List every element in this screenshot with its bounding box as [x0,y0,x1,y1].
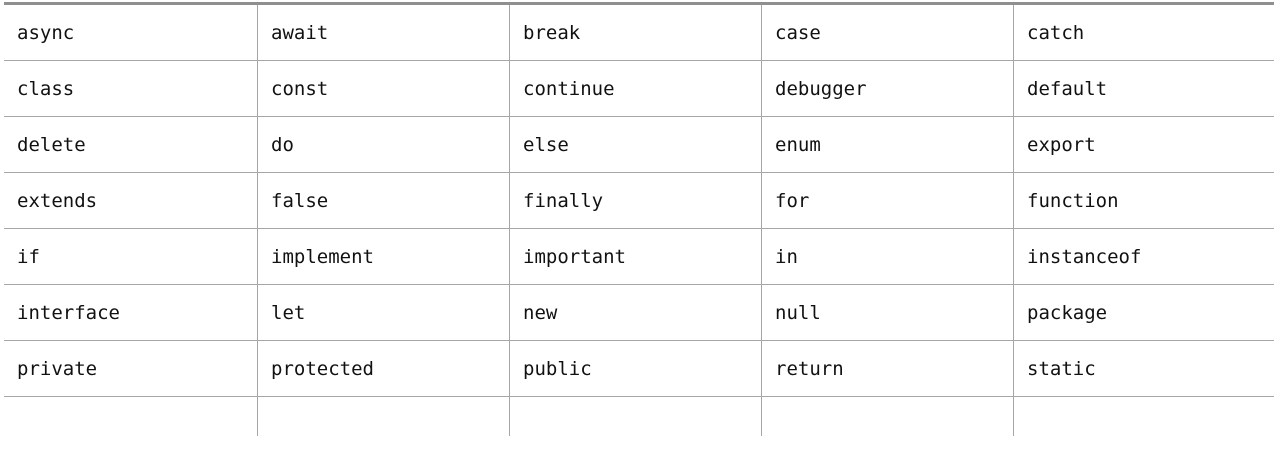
keyword-cell: delete [4,117,258,173]
keyword-cell: else [510,117,762,173]
keyword-cell: extends [4,173,258,229]
keyword-cell: catch [1014,5,1274,61]
keyword-cell: package [1014,285,1274,341]
keyword-cell: export [1014,117,1274,173]
keyword-cell: private [4,341,258,397]
table-row: delete do else enum export [4,117,1274,173]
table-row: if implement important in instanceof [4,229,1274,285]
keyword-cell: debugger [762,61,1014,117]
keyword-cell: class [4,61,258,117]
keyword-cell: in [762,229,1014,285]
keyword-cell: public [510,341,762,397]
keyword-cell: implement [258,229,510,285]
keyword-cell: static [1014,341,1274,397]
keyword-cell: enum [762,117,1014,173]
table-row: private protected public return static [4,341,1274,397]
keyword-cell: async [4,5,258,61]
keyword-cell: null [762,285,1014,341]
keyword-cell: default [1014,61,1274,117]
keyword-cell: case [762,5,1014,61]
keyword-cell: finally [510,173,762,229]
keyword-cell: await [258,5,510,61]
keyword-cell: let [258,285,510,341]
keyword-cell: false [258,173,510,229]
keyword-cell: for [762,173,1014,229]
keyword-cell: return [762,341,1014,397]
keyword-cell [510,397,762,436]
keyword-cell [258,397,510,436]
keywords-table: async await break case catch class const… [4,2,1274,436]
table-row: async await break case catch [4,5,1274,61]
table-row-truncated [4,397,1274,436]
table-row: extends false finally for function [4,173,1274,229]
keyword-cell [4,397,258,436]
keyword-cell: if [4,229,258,285]
keyword-cell: continue [510,61,762,117]
keyword-cell: function [1014,173,1274,229]
keyword-cell: const [258,61,510,117]
table-row: interface let new null package [4,285,1274,341]
keyword-cell: break [510,5,762,61]
keyword-cell: instanceof [1014,229,1274,285]
keyword-cell: protected [258,341,510,397]
keyword-cell [1014,397,1274,436]
keyword-cell: new [510,285,762,341]
table-row: class const continue debugger default [4,61,1274,117]
keyword-cell: important [510,229,762,285]
keyword-cell: do [258,117,510,173]
keyword-cell [762,397,1014,436]
keyword-cell: interface [4,285,258,341]
